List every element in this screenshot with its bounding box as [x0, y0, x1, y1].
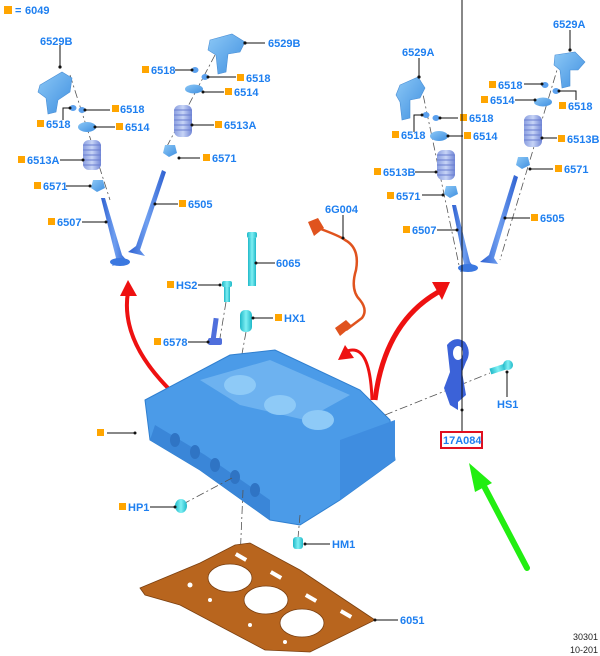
valve-keeper: [422, 112, 430, 118]
legend-equals: =: [15, 5, 21, 17]
valve-spring-right-2: [524, 115, 542, 147]
label-r-6507[interactable]: 6507: [412, 225, 436, 237]
valve-keeper: [78, 107, 86, 113]
valve-keeper: [69, 105, 77, 111]
label-6513A-b[interactable]: 6513A: [224, 120, 256, 132]
figure-code: 30301: [573, 632, 598, 642]
label-r-6514-a[interactable]: 6514: [473, 131, 498, 143]
label-6529B-right[interactable]: 6529B: [268, 38, 300, 50]
valve-spring-right: [437, 150, 455, 180]
right-valvetrain-group: 6529A 6518 6518 6514 6513B 6571 6507: [374, 19, 599, 272]
label-HS1[interactable]: HS1: [497, 399, 518, 411]
legend: = 6049: [4, 5, 49, 17]
label-6514-b[interactable]: 6514: [234, 87, 259, 99]
valve-spring-retainer: [185, 84, 203, 94]
valve-keeper: [201, 74, 209, 80]
label-6578[interactable]: 6578: [163, 337, 187, 349]
label-r-6571-a[interactable]: 6571: [396, 191, 420, 203]
label-6571-a[interactable]: 6571: [43, 181, 67, 193]
intake-valve-left: [128, 170, 166, 256]
red-arrow-right: [372, 287, 444, 401]
valve-stem-seal: [516, 157, 530, 169]
valve-keeper: [432, 115, 440, 121]
left-valvetrain-group: 6529B 6518 6518 6514 6513A 6571: [18, 33, 300, 266]
exhaust-valve-left: [101, 198, 130, 266]
label-6518-b[interactable]: 6518: [46, 119, 70, 131]
label-6065[interactable]: 6065: [276, 258, 300, 270]
label-6G004[interactable]: 6G004: [325, 204, 359, 216]
legend-part-number: 6049: [25, 5, 49, 17]
exhaust-valve-right: [452, 205, 478, 272]
label-HS2[interactable]: HS2: [176, 280, 197, 292]
valve-spring-retainer: [534, 97, 552, 107]
roller-finger-follower-right: [395, 76, 426, 121]
orange-square-icon: [4, 6, 12, 14]
plug-HP1: [175, 499, 187, 513]
orange-square-icon: [97, 429, 104, 436]
label-HP1[interactable]: HP1: [128, 502, 149, 514]
valve-keeper: [552, 88, 560, 94]
wiring-harness-6G004: [308, 218, 366, 336]
label-HX1[interactable]: HX1: [284, 313, 305, 325]
dowel-HM1: [293, 537, 303, 549]
valve-stem-seal: [91, 180, 105, 192]
label-6514-a[interactable]: 6514: [125, 122, 150, 134]
label-17A084[interactable]: 17A084: [443, 435, 482, 447]
red-arrow-left: [125, 291, 172, 392]
label-r-6513B-b[interactable]: 6513B: [567, 134, 599, 146]
highlight-box: [440, 431, 483, 449]
sensor-6578: [208, 317, 222, 345]
bolt-HS2: [222, 281, 232, 302]
label-6529A-left[interactable]: 6529A: [402, 47, 434, 59]
label-r-6518-c[interactable]: 6518: [498, 80, 522, 92]
valve-spring-left: [83, 140, 101, 170]
roller-finger-follower-right-2: [553, 51, 586, 89]
label-r-6518-b[interactable]: 6518: [401, 130, 425, 142]
label-6051[interactable]: 6051: [400, 615, 424, 627]
cylinder-head: [144, 349, 396, 526]
valve-keeper: [191, 67, 199, 73]
valve-stem-seal: [163, 145, 177, 157]
green-arrow: [469, 463, 530, 571]
valve-spring-left-2: [174, 105, 192, 137]
valve-spring-retainer: [78, 122, 96, 132]
sleeve-HX1: [240, 310, 252, 332]
label-r-6505[interactable]: 6505: [540, 213, 564, 225]
valve-spring-retainer: [430, 131, 448, 141]
label-HM1[interactable]: HM1: [332, 539, 355, 551]
label-6505-left[interactable]: 6505: [188, 199, 212, 211]
label-6518-a[interactable]: 6518: [120, 104, 144, 116]
roller-finger-follower-left: [37, 71, 73, 115]
label-r-6513B-a[interactable]: 6513B: [383, 167, 415, 179]
label-r-6514-b[interactable]: 6514: [490, 95, 515, 107]
head-gasket-6051: [139, 542, 376, 653]
label-6571-b[interactable]: 6571: [212, 153, 236, 165]
label-6513A-a[interactable]: 6513A: [27, 155, 59, 167]
label-r-6518-a[interactable]: 6518: [469, 113, 493, 125]
roller-finger-follower-left-2: [207, 33, 246, 75]
label-r-6571-b[interactable]: 6571: [564, 164, 588, 176]
red-direction-arrows: [120, 280, 450, 401]
cylinder-head-bolt-6065: [247, 232, 257, 286]
label-6529B-left[interactable]: 6529B: [40, 36, 72, 48]
label-r-6518-d[interactable]: 6518: [568, 101, 592, 113]
label-6518-c[interactable]: 6518: [151, 65, 175, 77]
red-arrow-center: [344, 348, 374, 401]
intake-valve-right: [480, 175, 518, 264]
label-6518-d[interactable]: 6518: [246, 73, 270, 85]
figure-date: 10-201: [570, 645, 598, 655]
label-6529A-right[interactable]: 6529A: [553, 19, 585, 31]
valve-stem-seal: [444, 186, 458, 198]
label-6507-left[interactable]: 6507: [57, 217, 81, 229]
lifting-eye-17A084: [444, 339, 469, 410]
bolt-HS1: [489, 360, 513, 375]
